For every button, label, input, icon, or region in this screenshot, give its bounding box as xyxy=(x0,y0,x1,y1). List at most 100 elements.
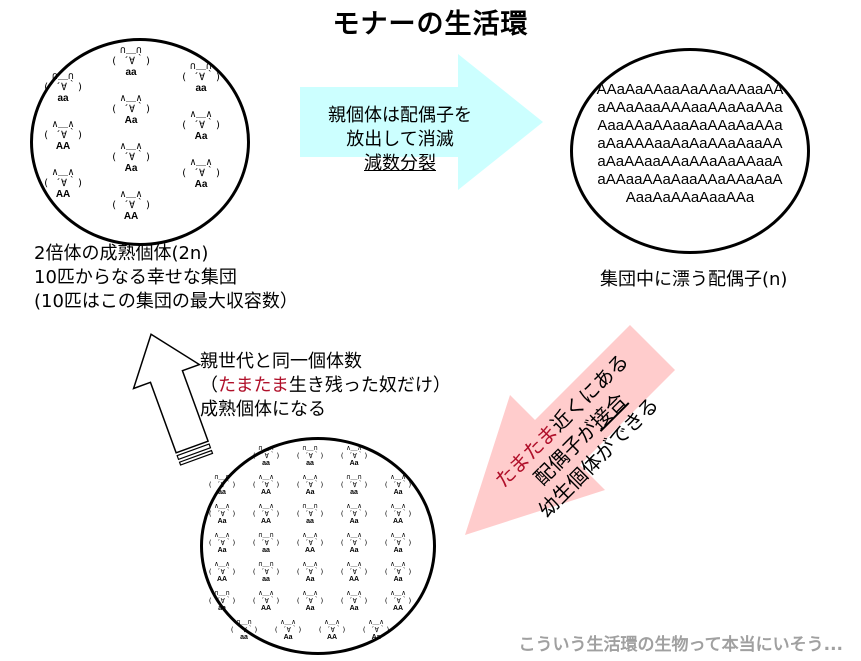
mona-face: ( ´∀｀) xyxy=(274,626,303,634)
meiosis-term: 減数分裂 xyxy=(364,153,436,174)
mona-face: ( ´∀｀) xyxy=(252,452,281,460)
genotype-label: Aa xyxy=(124,115,138,126)
mona-ears: ∧＿∧ xyxy=(120,189,143,200)
genotype-label: Aa xyxy=(393,489,403,496)
mona-individual: ∧＿∧( ´∀｀)AA xyxy=(43,119,83,152)
mona-face: ( ´∀｀) xyxy=(362,626,391,634)
mona-individual: ∧＿∧( ´∀｀)AA xyxy=(208,560,236,584)
genotype-label: Aa xyxy=(124,163,138,174)
mona-individual: ∧＿∧( ´∀｀)AA xyxy=(111,189,151,222)
genotype-label: aa xyxy=(306,460,314,467)
mona-individual: ∧＿∧( ´∀｀)AA xyxy=(296,531,324,555)
gamete-alleles: AAaAaAAaaAaAAaAAaaAAaAAaAaaAAAaaAAaAaAAa… xyxy=(596,81,784,206)
fertilization-arrow xyxy=(465,325,675,535)
genotype-label: aa xyxy=(262,576,270,583)
mona-ears: ∧＿∧ xyxy=(120,141,143,152)
gamete-circle: AAaAaAAaaAaAAaAAaaAAaAAaAaaAAAaaAAaAaAAa… xyxy=(570,48,810,254)
adult-population-circle: ∩＿∩( ´∀｀)aa∩＿∩( ´∀｀)aa∩＿∩( ´∀｀)aa∧＿∧( ´∀… xyxy=(30,38,250,246)
genotype-label: AA xyxy=(55,189,71,200)
mona-ears: ∧＿∧ xyxy=(368,618,384,626)
mona-face: ( ´∀｀) xyxy=(43,130,84,141)
meiosis-line: 放出して消滅 xyxy=(346,129,454,150)
mona-ears: ∧＿∧ xyxy=(302,473,318,481)
mona-individual: ∧＿∧( ´∀｀)Aa xyxy=(296,560,324,584)
mona-individual: ∧＿∧( ´∀｀)AA xyxy=(43,167,83,200)
genotype-label: Aa xyxy=(305,605,315,612)
genotype-label: AA xyxy=(392,518,404,525)
meiosis-arrow xyxy=(300,54,543,190)
genotype-label: Aa xyxy=(349,518,359,525)
mona-ears: ∧＿∧ xyxy=(390,560,406,568)
mona-ears: ∧＿∧ xyxy=(390,589,406,597)
mona-face: ( ´∀｀) xyxy=(111,104,152,115)
mona-ears: ∧＿∧ xyxy=(302,531,318,539)
genotype-label: AA xyxy=(260,489,272,496)
genotype-label: aa xyxy=(125,67,137,78)
adult-label-line: (10匹はこの集団の最大収容数） xyxy=(34,291,298,312)
mona-ears: ∩＿∩ xyxy=(258,444,274,452)
mona-individual: ∧＿∧( ´∀｀)AA xyxy=(318,618,346,642)
mona-ears: ∧＿∧ xyxy=(190,109,213,120)
mona-ears: ∩＿∩ xyxy=(214,589,230,597)
mona-face: ( ´∀｀) xyxy=(181,168,222,179)
mona-face: ( ´∀｀) xyxy=(296,568,325,576)
mona-individual: ∧＿∧( ´∀｀)Aa xyxy=(181,109,221,142)
meiosis-caption: 親個体は配偶子を 放出して消滅 減数分裂 xyxy=(300,104,500,176)
mona-ears: ∧＿∧ xyxy=(258,473,274,481)
slide-title: モナーの生活環 xyxy=(332,9,529,40)
mona-face: ( ´∀｀) xyxy=(252,597,281,605)
survival-line: 親世代と同一個体数 xyxy=(200,351,362,372)
genotype-label: Aa xyxy=(349,605,359,612)
genotype-label: aa xyxy=(350,489,358,496)
mona-face: ( ´∀｀) xyxy=(318,626,347,634)
mona-ears: ∩＿∩ xyxy=(190,61,213,72)
mona-ears: ∧＿∧ xyxy=(390,473,406,481)
mona-face: ( ´∀｀) xyxy=(384,539,413,547)
genotype-label: AA xyxy=(260,518,272,525)
mona-individual: ∧＿∧( ´∀｀)AA xyxy=(384,502,412,526)
genotype-label: aa xyxy=(218,489,226,496)
genotype-label: aa xyxy=(262,547,270,554)
mona-ears: ∧＿∧ xyxy=(346,589,362,597)
mona-individual: ∩＿∩( ´∀｀)aa xyxy=(296,502,324,526)
mona-face: ( ´∀｀) xyxy=(252,510,281,518)
paren: （ xyxy=(200,375,218,396)
mona-ears: ∧＿∧ xyxy=(52,119,75,130)
genotype-label: aa xyxy=(240,634,248,641)
gamete-label: 集団中に漂う配偶子(n) xyxy=(600,269,788,290)
mona-individual: ∧＿∧( ´∀｀)AA xyxy=(340,560,368,584)
mona-ears: ∧＿∧ xyxy=(302,589,318,597)
mona-individual: ∧＿∧( ´∀｀)Aa xyxy=(208,531,236,555)
genotype-label: Aa xyxy=(393,576,403,583)
mona-ears: ∧＿∧ xyxy=(390,502,406,510)
mona-individual: ∩＿∩( ´∀｀)aa xyxy=(252,531,280,555)
mona-face: ( ´∀｀) xyxy=(296,539,325,547)
mona-face: ( ´∀｀) xyxy=(208,539,237,547)
mona-face: ( ´∀｀) xyxy=(43,82,84,93)
mona-face: ( ´∀｀) xyxy=(384,597,413,605)
genotype-label: aa xyxy=(57,93,69,104)
genotype-label: AA xyxy=(55,141,71,152)
mona-face: ( ´∀｀) xyxy=(208,597,237,605)
genotype-label: Aa xyxy=(283,634,293,641)
mona-individual: ∧＿∧( ´∀｀)AA xyxy=(252,473,280,497)
mona-ears: ∧＿∧ xyxy=(346,444,362,452)
maturation-arrow xyxy=(132,333,214,466)
genotype-label: Aa xyxy=(305,489,315,496)
mona-individual: ∩＿∩( ´∀｀)aa xyxy=(111,45,151,78)
mona-ears: ∧＿∧ xyxy=(120,93,143,104)
genotype-label: AA xyxy=(216,576,228,583)
mona-face: ( ´∀｀) xyxy=(340,510,369,518)
mona-face: ( ´∀｀) xyxy=(111,56,152,67)
mona-ears: ∧＿∧ xyxy=(258,589,274,597)
up-arrow-shape xyxy=(132,333,210,454)
mona-face: ( ´∀｀) xyxy=(340,597,369,605)
mona-ears: ∩＿∩ xyxy=(214,473,230,481)
mona-individual: ∩＿∩( ´∀｀)aa xyxy=(252,444,280,468)
mona-individual: ∩＿∩( ´∀｀)aa xyxy=(208,473,236,497)
mona-face: ( ´∀｀) xyxy=(384,568,413,576)
mona-ears: ∩＿∩ xyxy=(236,618,252,626)
mona-face: ( ´∀｀) xyxy=(43,178,84,189)
genotype-label: AA xyxy=(304,547,316,554)
